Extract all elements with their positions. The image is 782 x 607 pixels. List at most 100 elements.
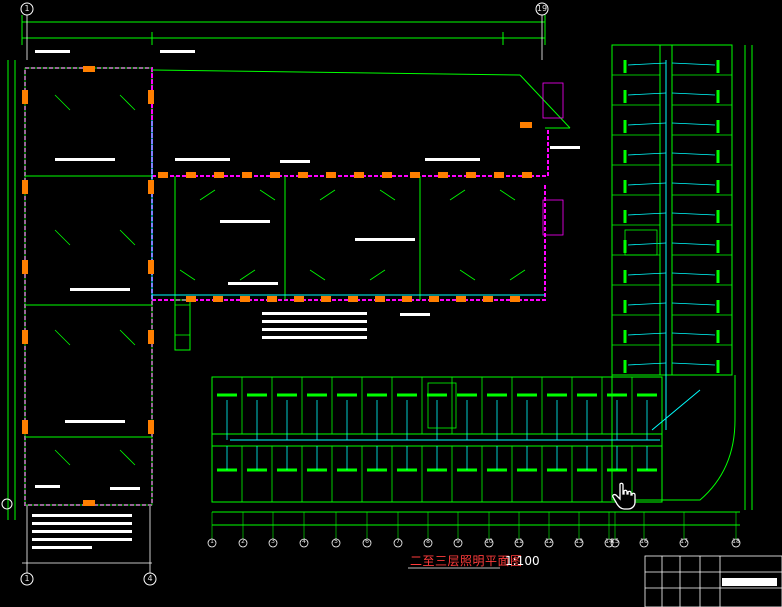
fixture xyxy=(410,172,420,178)
fixture xyxy=(22,330,28,344)
fixture xyxy=(456,296,466,302)
light-fixtures xyxy=(22,66,532,506)
axis-label-bottom-1: 1 xyxy=(210,538,214,545)
wire xyxy=(627,302,667,306)
axis-label-bottom-4: 4 xyxy=(302,538,306,545)
axis-label-top-left: 1 xyxy=(24,4,30,13)
fixture xyxy=(214,172,224,178)
title-block xyxy=(644,555,782,607)
fixture xyxy=(382,172,392,178)
wire xyxy=(671,92,716,96)
wire xyxy=(671,122,716,126)
wire xyxy=(54,449,71,466)
axis-label-bottom-2: 2 xyxy=(241,538,245,545)
text-bar xyxy=(32,514,132,517)
axis-leader-lines xyxy=(22,15,543,573)
axis-label-top-right: 19 xyxy=(536,4,548,13)
wire xyxy=(259,189,276,201)
fixture xyxy=(148,260,154,274)
wire xyxy=(627,212,667,216)
wire xyxy=(119,329,136,346)
right-wing-rooms xyxy=(612,44,732,373)
wire xyxy=(119,449,136,466)
fixture xyxy=(267,296,277,302)
wire xyxy=(54,94,71,111)
wire xyxy=(671,272,716,276)
bottom-axis-bubbles xyxy=(207,512,741,548)
text-bar xyxy=(35,50,70,53)
text-bar xyxy=(400,313,430,316)
bottom-wing-rooms xyxy=(211,377,657,502)
wire xyxy=(179,269,196,281)
text-bar xyxy=(32,538,132,541)
fixture xyxy=(83,66,95,72)
text-bar xyxy=(262,336,367,339)
wire xyxy=(54,329,71,346)
wire xyxy=(627,362,667,366)
text-bar xyxy=(110,487,140,490)
fixture xyxy=(298,172,308,178)
wire xyxy=(671,302,716,306)
wire xyxy=(627,92,667,96)
text-bar xyxy=(35,485,60,488)
wire xyxy=(199,189,216,201)
text-bar xyxy=(55,158,115,161)
top-dimension-lines xyxy=(7,15,546,520)
fixture xyxy=(22,260,28,274)
axis-label-bottom-5: 5 xyxy=(334,538,338,545)
fixture xyxy=(148,330,154,344)
wire xyxy=(627,242,667,246)
axis-label-bottom-17: 17 xyxy=(680,538,688,545)
text-bar xyxy=(175,158,230,161)
wire xyxy=(319,189,336,201)
axis-label-bottom-left: 1 xyxy=(24,574,30,583)
axis-label-bottom-3: 3 xyxy=(271,538,275,545)
fixture xyxy=(22,420,28,434)
axis-label-bottom-6: 6 xyxy=(365,538,369,545)
wire xyxy=(671,242,716,246)
wire xyxy=(119,229,136,246)
wire xyxy=(627,332,667,336)
wire xyxy=(369,269,386,281)
wire xyxy=(627,152,667,156)
axis-label-bottom-9: 9 xyxy=(456,538,460,545)
wire xyxy=(627,272,667,276)
fixture xyxy=(83,500,95,506)
wire xyxy=(379,189,396,201)
text-bar xyxy=(262,328,367,331)
hand-pointer-icon xyxy=(612,482,636,510)
text-bar xyxy=(65,420,125,423)
wire xyxy=(671,152,716,156)
fixture xyxy=(438,172,448,178)
wire xyxy=(509,269,526,281)
wire xyxy=(54,229,71,246)
wire xyxy=(671,212,716,216)
fixture xyxy=(270,172,280,178)
text-bar xyxy=(32,530,132,533)
axis-label-bottom-18: 18 xyxy=(732,538,740,545)
text-bar xyxy=(32,546,92,549)
fixture xyxy=(186,172,196,178)
fixture xyxy=(510,296,520,302)
wire xyxy=(671,332,716,336)
wire xyxy=(627,182,667,186)
fixture xyxy=(148,420,154,434)
fixture xyxy=(466,172,476,178)
staircase-green xyxy=(174,229,658,429)
fixture-wires xyxy=(54,94,526,466)
wire xyxy=(449,189,466,201)
axis-label-bottom-11: 11 xyxy=(515,538,523,545)
fixture xyxy=(494,172,504,178)
fixture xyxy=(22,180,28,194)
text-bar xyxy=(550,146,580,149)
text-bar xyxy=(70,288,130,291)
text-bar xyxy=(220,220,270,223)
fixture xyxy=(326,172,336,178)
fixture xyxy=(348,296,358,302)
wire xyxy=(499,189,516,201)
fixture xyxy=(148,180,154,194)
fixture xyxy=(242,172,252,178)
axis-label-bottom-10: 10 xyxy=(485,538,493,545)
text-bar xyxy=(32,522,132,525)
